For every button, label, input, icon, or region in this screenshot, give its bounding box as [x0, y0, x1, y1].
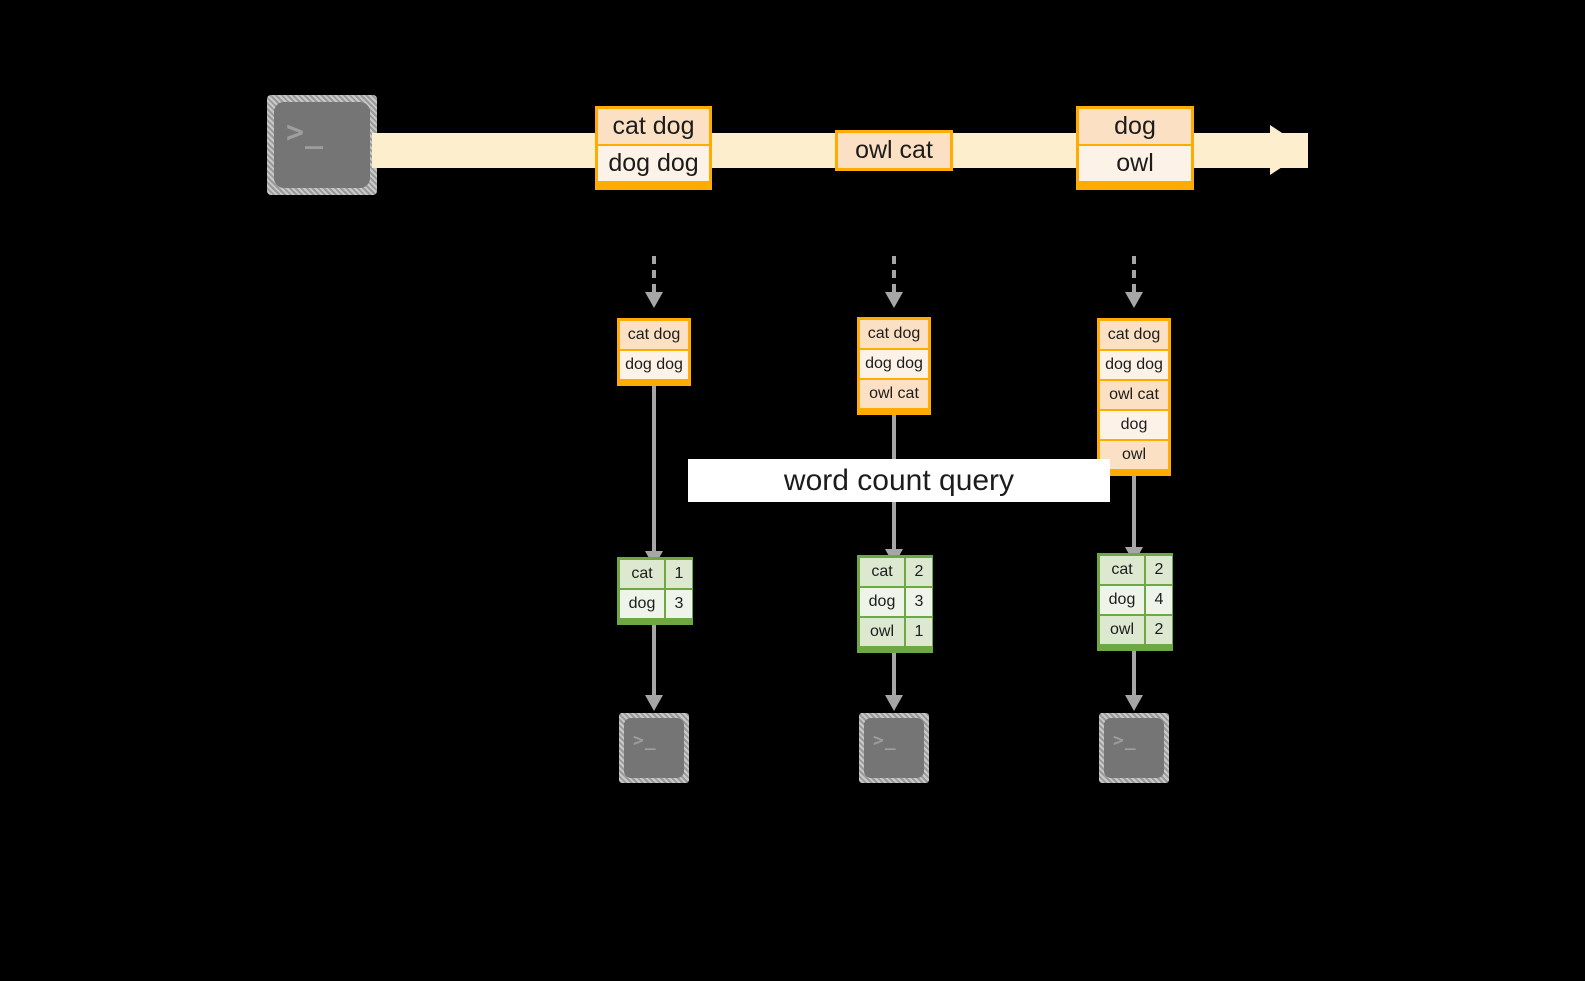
source-terminal-icon: >_: [267, 95, 377, 195]
result-count: 1: [906, 618, 932, 646]
stream-to-state-arrowhead: [885, 292, 903, 308]
result-to-sink-arrowhead: [885, 695, 903, 711]
accumulated-record: dog: [1100, 411, 1168, 439]
result-row: owl 2: [1100, 616, 1172, 644]
accumulated-record: owl cat: [1100, 381, 1168, 409]
result-word: cat: [620, 560, 664, 588]
result-row: cat 2: [860, 558, 932, 586]
accumulated-record: dog dog: [620, 351, 688, 379]
stream-record-group: cat dog dog dog: [595, 106, 712, 190]
accumulated-record: owl cat: [860, 380, 928, 408]
result-to-sink-connector: [652, 625, 656, 695]
stream-arrowhead: [1270, 125, 1308, 175]
terminal-body: >_: [1104, 718, 1164, 778]
result-count: 2: [1146, 556, 1172, 584]
result-word: owl: [860, 618, 904, 646]
terminal-body: >_: [864, 718, 924, 778]
stream-record: cat dog: [598, 109, 709, 144]
result-word: owl: [1100, 616, 1144, 644]
query-label: word count query: [688, 459, 1110, 502]
stream-record: owl: [1079, 146, 1191, 181]
result-table: cat 2 dog 4 owl 2: [1097, 553, 1173, 651]
stream-record: dog: [1079, 109, 1191, 144]
result-to-sink-connector: [1132, 651, 1136, 695]
accumulated-record: cat dog: [1100, 321, 1168, 349]
result-count: 3: [906, 588, 932, 616]
stream-record: owl cat: [838, 133, 950, 168]
sink-terminal-icon: >_: [859, 713, 929, 783]
result-word: dog: [620, 590, 664, 618]
result-table: cat 2 dog 3 owl 1: [857, 555, 933, 653]
stream-record-group: dog owl: [1076, 106, 1194, 190]
stream-record: dog dog: [598, 146, 709, 181]
state-to-result-connector: [1132, 476, 1136, 547]
terminal-body: >_: [624, 718, 684, 778]
result-to-sink-arrowhead: [1125, 695, 1143, 711]
accumulated-record: cat dog: [860, 320, 928, 348]
accumulated-record: dog dog: [860, 350, 928, 378]
result-to-sink-connector: [892, 653, 896, 695]
result-to-sink-arrowhead: [645, 695, 663, 711]
accumulated-records: cat dog dog dog owl cat dog owl: [1097, 318, 1171, 476]
result-row: dog 3: [620, 590, 692, 618]
result-row: cat 1: [620, 560, 692, 588]
result-word: cat: [860, 558, 904, 586]
terminal-body: >_: [274, 102, 370, 188]
result-count: 4: [1146, 586, 1172, 614]
terminal-prompt-glyph: >_: [633, 730, 657, 751]
result-row: owl 1: [860, 618, 932, 646]
result-row: dog 4: [1100, 586, 1172, 614]
state-to-result-connector: [652, 386, 656, 551]
result-count: 3: [666, 590, 692, 618]
terminal-prompt-glyph: >_: [1113, 730, 1137, 751]
accumulated-record: cat dog: [620, 321, 688, 349]
result-count: 2: [906, 558, 932, 586]
stream-to-state-connector: [892, 256, 896, 292]
accumulated-records: cat dog dog dog owl cat: [857, 317, 931, 415]
query-label-text: word count query: [783, 463, 1015, 497]
accumulated-record: owl: [1100, 441, 1168, 469]
accumulated-record: dog dog: [1100, 351, 1168, 379]
accumulated-records: cat dog dog dog: [617, 318, 691, 386]
sink-terminal-icon: >_: [619, 713, 689, 783]
result-count: 2: [1146, 616, 1172, 644]
stream-record-group: owl cat: [835, 130, 953, 171]
result-word: dog: [860, 588, 904, 616]
stream-to-state-connector: [652, 256, 656, 292]
result-word: dog: [1100, 586, 1144, 614]
result-row: dog 3: [860, 588, 932, 616]
sink-terminal-icon: >_: [1099, 713, 1169, 783]
stream-to-state-arrowhead: [1125, 292, 1143, 308]
result-row: cat 2: [1100, 556, 1172, 584]
result-table: cat 1 dog 3: [617, 557, 693, 625]
terminal-prompt-glyph: >_: [873, 730, 897, 751]
terminal-prompt-glyph: >_: [286, 115, 325, 150]
result-word: cat: [1100, 556, 1144, 584]
stream-to-state-connector: [1132, 256, 1136, 292]
result-count: 1: [666, 560, 692, 588]
stream-to-state-arrowhead: [645, 292, 663, 308]
